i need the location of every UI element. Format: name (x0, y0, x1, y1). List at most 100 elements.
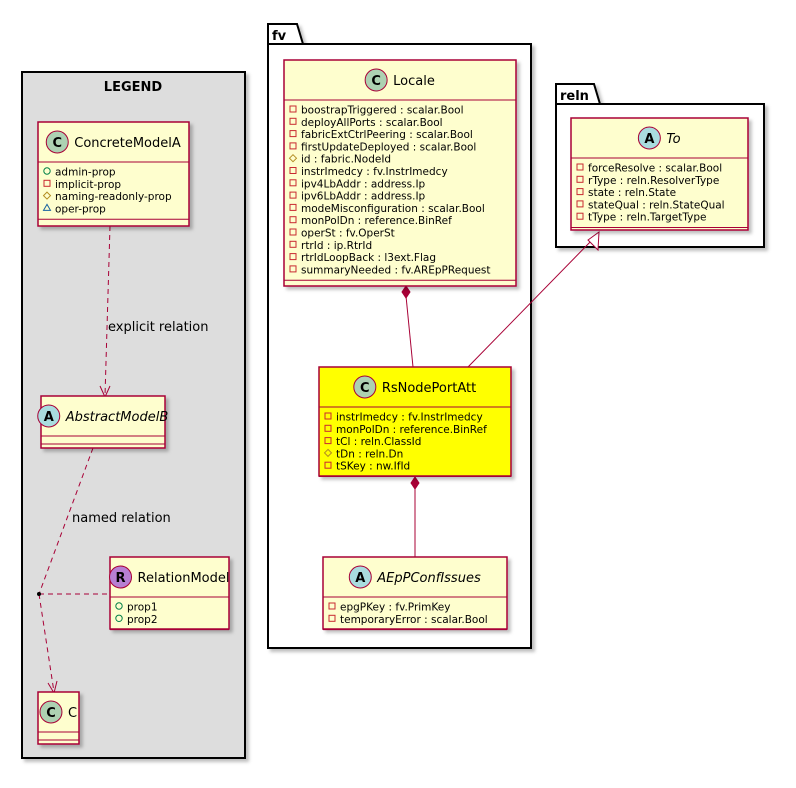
class-attribute: monPolDn : reference.BinRef (301, 215, 452, 227)
protected-visibility-icon (42, 191, 52, 200)
stereotype-icon (109, 565, 133, 589)
composition-diamond-locale (401, 285, 411, 299)
legend-edges (38, 225, 111, 695)
private-visibility-icon (289, 167, 297, 174)
stereotype-icon (353, 375, 377, 399)
stereotype-icon (637, 126, 661, 150)
class-attribute: epgPKey : fv.PrimKey (340, 602, 450, 614)
class-attribute: deployAllPorts : scalar.Bool (301, 117, 443, 129)
class-name: AEpPConfIssues (376, 571, 481, 586)
protected-visibility-icon (323, 448, 333, 458)
class-attribute: tDn : reln.Dn (336, 448, 403, 460)
private-visibility-icon (289, 216, 297, 224)
private-visibility-icon (289, 105, 297, 113)
class-attribute: oper-prop (55, 203, 106, 215)
edge-locale-rsnode (405, 295, 414, 368)
class-attribute: temporaryError : scalar.Bool (340, 614, 488, 626)
private-visibility-icon (328, 614, 336, 622)
class-attribute: id : fabric.NodeId (301, 154, 391, 166)
private-visibility-icon (289, 265, 297, 273)
stereotype-letter: C (371, 74, 381, 89)
private-visibility-icon (576, 188, 584, 196)
private-visibility-icon (289, 117, 297, 125)
private-visibility-icon (289, 228, 297, 236)
stereotype-icon (37, 404, 61, 428)
class-name: To (666, 132, 680, 147)
private-visibility-icon (328, 602, 336, 610)
stereotype-icon (45, 130, 69, 154)
private-visibility-icon (289, 142, 297, 150)
class-box (40, 395, 166, 449)
class-attribute: prop1 (127, 602, 158, 614)
private-visibility-icon (289, 203, 297, 211)
class-name: C (68, 706, 77, 721)
class-attribute: tCl : reln.ClassId (336, 436, 421, 448)
private-visibility-icon (289, 240, 297, 248)
class-attribute: implicit-prop (55, 179, 121, 191)
class-attribute: rType : reln.ResolverType (588, 175, 719, 187)
class-attribute: stateQual : reln.StateQual (588, 199, 725, 211)
stereotype-letter: A (355, 571, 365, 586)
class-layer: C ConcreteModelA admin-propimplicit-propna… (37, 59, 749, 745)
stereotype-letter: R (116, 571, 126, 586)
class-attribute: tSKey : nw.IfId (336, 461, 410, 473)
private-visibility-icon (289, 130, 297, 138)
class-attribute: firstUpdateDeployed : scalar.Bool (301, 141, 476, 153)
stereotype-icon (364, 68, 388, 92)
stereotype-icon (39, 700, 63, 724)
class-aepconfissues: A AEpPConfIssues epgPKey : fv.PrimKeytempo… (322, 556, 508, 631)
class-attribute: modeMisconfiguration : scalar.Bool (301, 203, 485, 215)
class-attribute: instrImedcy : fv.InstrImedcy (301, 166, 448, 178)
class-attribute: summaryNeeded : fv.AREpPRequest (301, 264, 491, 276)
class-attribute: forceResolve : scalar.Bool (588, 163, 722, 175)
private-visibility-icon (289, 253, 297, 261)
class-attribute: rtrIdLoopBack : l3ext.Flag (301, 252, 436, 264)
class-attribute: rtrId : ip.RtrId (301, 240, 372, 252)
class-attribute: ipv4LbAddr : address.Ip (301, 178, 426, 190)
model-edges (405, 236, 596, 557)
stereotype-icon (348, 565, 372, 589)
class-attribute: state : reln.State (588, 187, 676, 199)
private-visibility-icon (289, 179, 297, 187)
class-attribute: tType : reln.TargetType (588, 212, 707, 224)
class-attribute: boostrapTriggered : scalar.Bool (301, 105, 464, 117)
edge-rsnode-to (467, 236, 596, 368)
package-label-reln: reln (560, 89, 589, 104)
stereotype-letter: C (46, 706, 56, 721)
label-explicit-relation: explicit relation (108, 320, 208, 335)
private-visibility-icon (576, 163, 584, 171)
class-name: RsNodePortAtt (382, 381, 476, 396)
class-box (318, 366, 512, 477)
private-visibility-icon (576, 200, 584, 208)
private-visibility-icon (324, 424, 332, 432)
private-visibility-icon (324, 461, 332, 469)
class-box (109, 556, 230, 630)
private-visibility-icon (289, 191, 297, 199)
class-attribute: admin-prop (55, 167, 116, 179)
package-label-fv: fv (272, 29, 287, 44)
private-visibility-icon (576, 212, 584, 220)
association-point (37, 592, 41, 596)
private-visibility-icon (324, 437, 332, 445)
class-name: ConcreteModelA (74, 136, 181, 151)
public-visibility-icon (43, 167, 51, 175)
class-box (283, 59, 517, 287)
class-attribute: instrImedcy : fv.InstrImedcy (336, 412, 483, 424)
class-name: RelationModel (138, 571, 230, 586)
public-visibility-icon (115, 602, 123, 610)
class-attribute: naming-readonly-prop (55, 191, 172, 203)
package-visibility-icon (42, 203, 52, 211)
class-attribute: fabricExtCtrlPeering : scalar.Bool (301, 129, 473, 141)
stereotype-letter: C (360, 381, 370, 396)
private-visibility-icon (43, 179, 51, 187)
class-attribute: ipv6LbAddr : address.Ip (301, 191, 426, 203)
edge-to-c (38, 593, 55, 693)
class-rsnodeportatt: C RsNodePortAtt instrImedcy : fv.InstrImed… (318, 366, 512, 477)
class-attribute: monPolDn : reference.BinRef (336, 424, 487, 436)
